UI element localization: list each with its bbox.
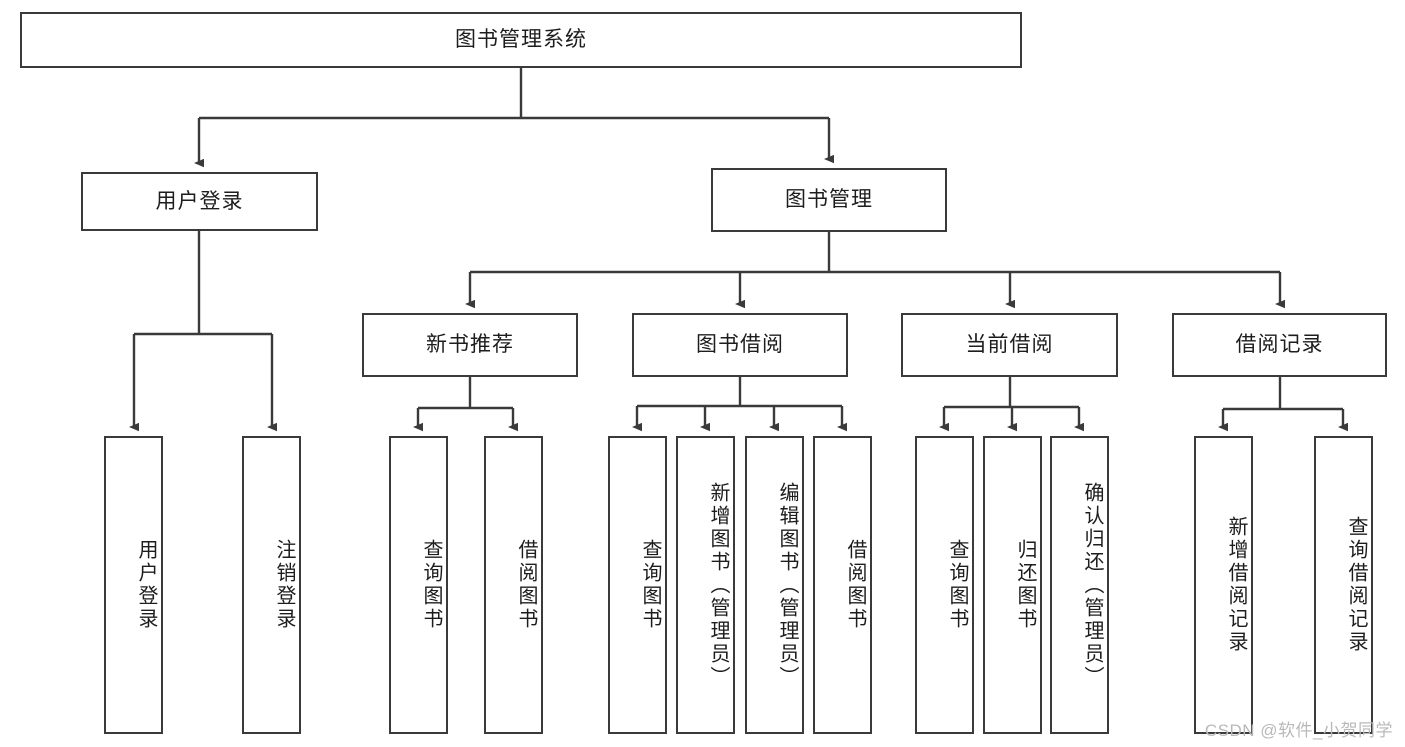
node-current-borrow-label: 当前借阅 xyxy=(965,333,1054,357)
leaf-book-borrow-query-label: 查询图书 xyxy=(639,539,661,631)
leaf-book-borrow-borrow-label: 借阅图书 xyxy=(844,539,866,631)
node-book-management[interactable]: 图书管理 xyxy=(711,168,947,232)
csdn-watermark: CSDN @软件_小贺同学 xyxy=(1204,721,1393,740)
leaf-user-login-logout-label: 注销登录 xyxy=(273,539,295,631)
leaf-borrow-record-query[interactable]: 查询借阅记录 xyxy=(1314,436,1373,734)
node-root-system-label: 图书管理系统 xyxy=(455,28,587,52)
node-borrow-record-label: 借阅记录 xyxy=(1235,333,1324,357)
node-current-borrow[interactable]: 当前借阅 xyxy=(901,313,1118,377)
node-book-borrow[interactable]: 图书借阅 xyxy=(632,313,848,377)
leaf-new-book-borrow-label: 借阅图书 xyxy=(515,539,537,631)
node-new-book-recommend[interactable]: 新书推荐 xyxy=(362,313,578,377)
node-new-book-recommend-label: 新书推荐 xyxy=(426,333,514,357)
leaf-borrow-record-query-label: 查询借阅记录 xyxy=(1345,516,1367,654)
node-book-management-label: 图书管理 xyxy=(785,188,873,212)
leaf-book-borrow-add[interactable]: 新增图书（管理员） xyxy=(676,436,735,734)
leaf-new-book-query[interactable]: 查询图书 xyxy=(389,436,448,734)
node-root-system[interactable]: 图书管理系统 xyxy=(20,12,1022,68)
leaf-current-borrow-confirm-return[interactable]: 确认归还（管理员） xyxy=(1050,436,1109,734)
leaf-book-borrow-borrow[interactable]: 借阅图书 xyxy=(813,436,872,734)
leaf-borrow-record-add-label: 新增借阅记录 xyxy=(1225,516,1247,654)
leaf-new-book-query-label: 查询图书 xyxy=(420,539,442,631)
leaf-book-borrow-add-label: 新增图书（管理员） xyxy=(707,481,729,689)
leaf-book-borrow-edit[interactable]: 编辑图书（管理员） xyxy=(745,436,804,734)
node-borrow-record[interactable]: 借阅记录 xyxy=(1172,313,1387,377)
leaf-current-borrow-query-label: 查询图书 xyxy=(946,539,968,631)
leaf-user-login-logout[interactable]: 注销登录 xyxy=(242,436,301,734)
leaf-borrow-record-add[interactable]: 新增借阅记录 xyxy=(1194,436,1253,734)
leaf-new-book-borrow[interactable]: 借阅图书 xyxy=(484,436,543,734)
leaf-current-borrow-confirm-return-label: 确认归还（管理员） xyxy=(1081,481,1103,689)
leaf-current-borrow-return[interactable]: 归还图书 xyxy=(983,436,1042,734)
leaf-user-login-login-label: 用户登录 xyxy=(135,539,157,631)
leaf-user-login-login[interactable]: 用户登录 xyxy=(104,436,163,734)
node-book-borrow-label: 图书借阅 xyxy=(696,333,784,357)
node-user-login[interactable]: 用户登录 xyxy=(81,172,318,231)
leaf-current-borrow-return-label: 归还图书 xyxy=(1014,539,1036,631)
leaf-current-borrow-query[interactable]: 查询图书 xyxy=(915,436,974,734)
leaf-book-borrow-edit-label: 编辑图书（管理员） xyxy=(776,481,798,689)
leaf-book-borrow-query[interactable]: 查询图书 xyxy=(608,436,667,734)
node-user-login-label: 用户登录 xyxy=(155,189,244,213)
